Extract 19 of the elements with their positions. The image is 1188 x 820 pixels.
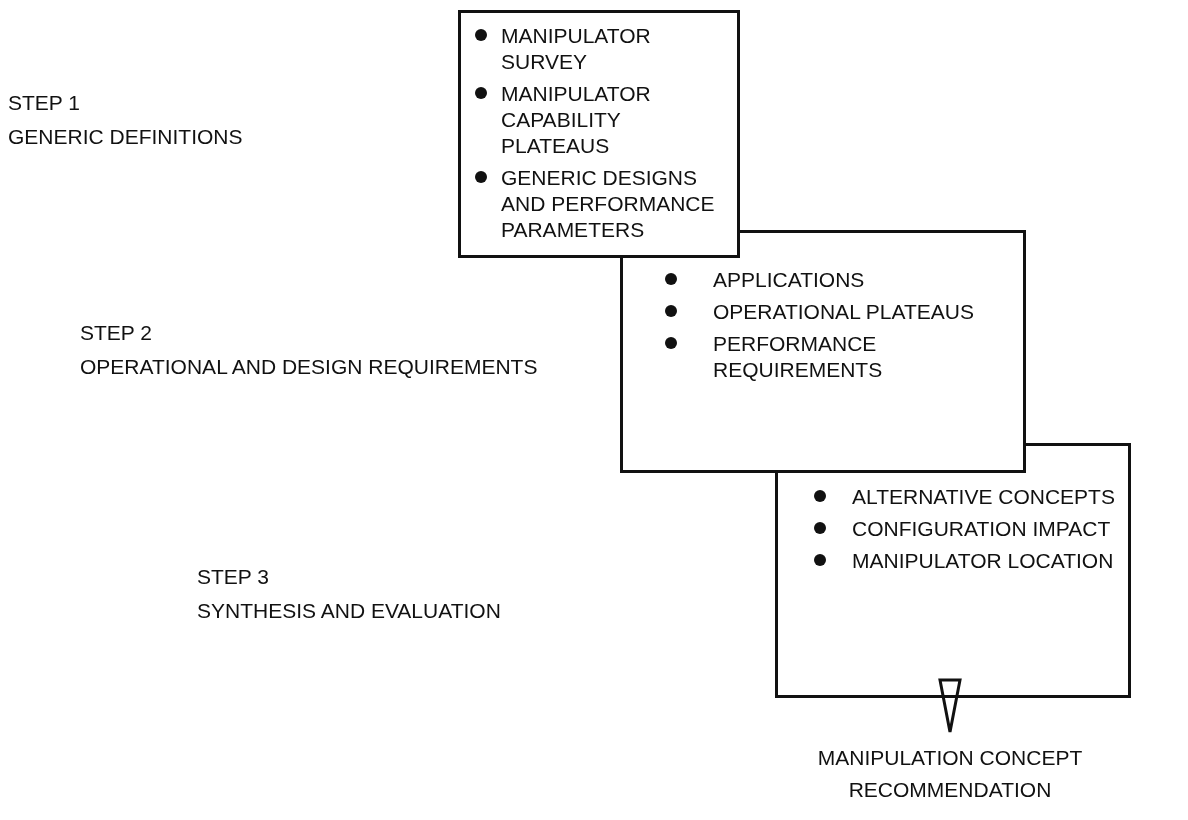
list-box <box>775 443 1131 698</box>
result-text: MANIPULATION CONCEPT RECOMMENDATION <box>760 742 1140 806</box>
list-item: CONFIGURATION IMPACT <box>852 516 1111 542</box>
step-number: STEP 3 <box>197 564 269 590</box>
list-item: MANIPULATOR CAPABILITY PLATEAUS <box>501 81 652 159</box>
step-title: SYNTHESIS AND EVALUATION <box>197 598 501 624</box>
list-item: ALTERNATIVE CONCEPTS <box>852 484 1115 510</box>
step-number: STEP 2 <box>80 320 152 346</box>
list-item: PERFORMANCE REQUIREMENTS <box>713 331 884 383</box>
triangle-arrow <box>938 678 962 734</box>
step-title: OPERATIONAL AND DESIGN REQUIREMENTS <box>80 354 538 380</box>
list-box <box>458 10 740 258</box>
list-item: OPERATIONAL PLATEAUS <box>713 299 974 325</box>
list-item: MANIPULATOR LOCATION <box>852 548 1114 574</box>
list-item: APPLICATIONS <box>713 267 865 293</box>
list-item: MANIPULATOR SURVEY <box>501 23 652 75</box>
list-item: GENERIC DESIGNS AND PERFORMANCE PARAMETERS <box>501 165 716 243</box>
step-number: STEP 1 <box>8 90 80 116</box>
step-title: GENERIC DEFINITIONS <box>8 124 243 150</box>
